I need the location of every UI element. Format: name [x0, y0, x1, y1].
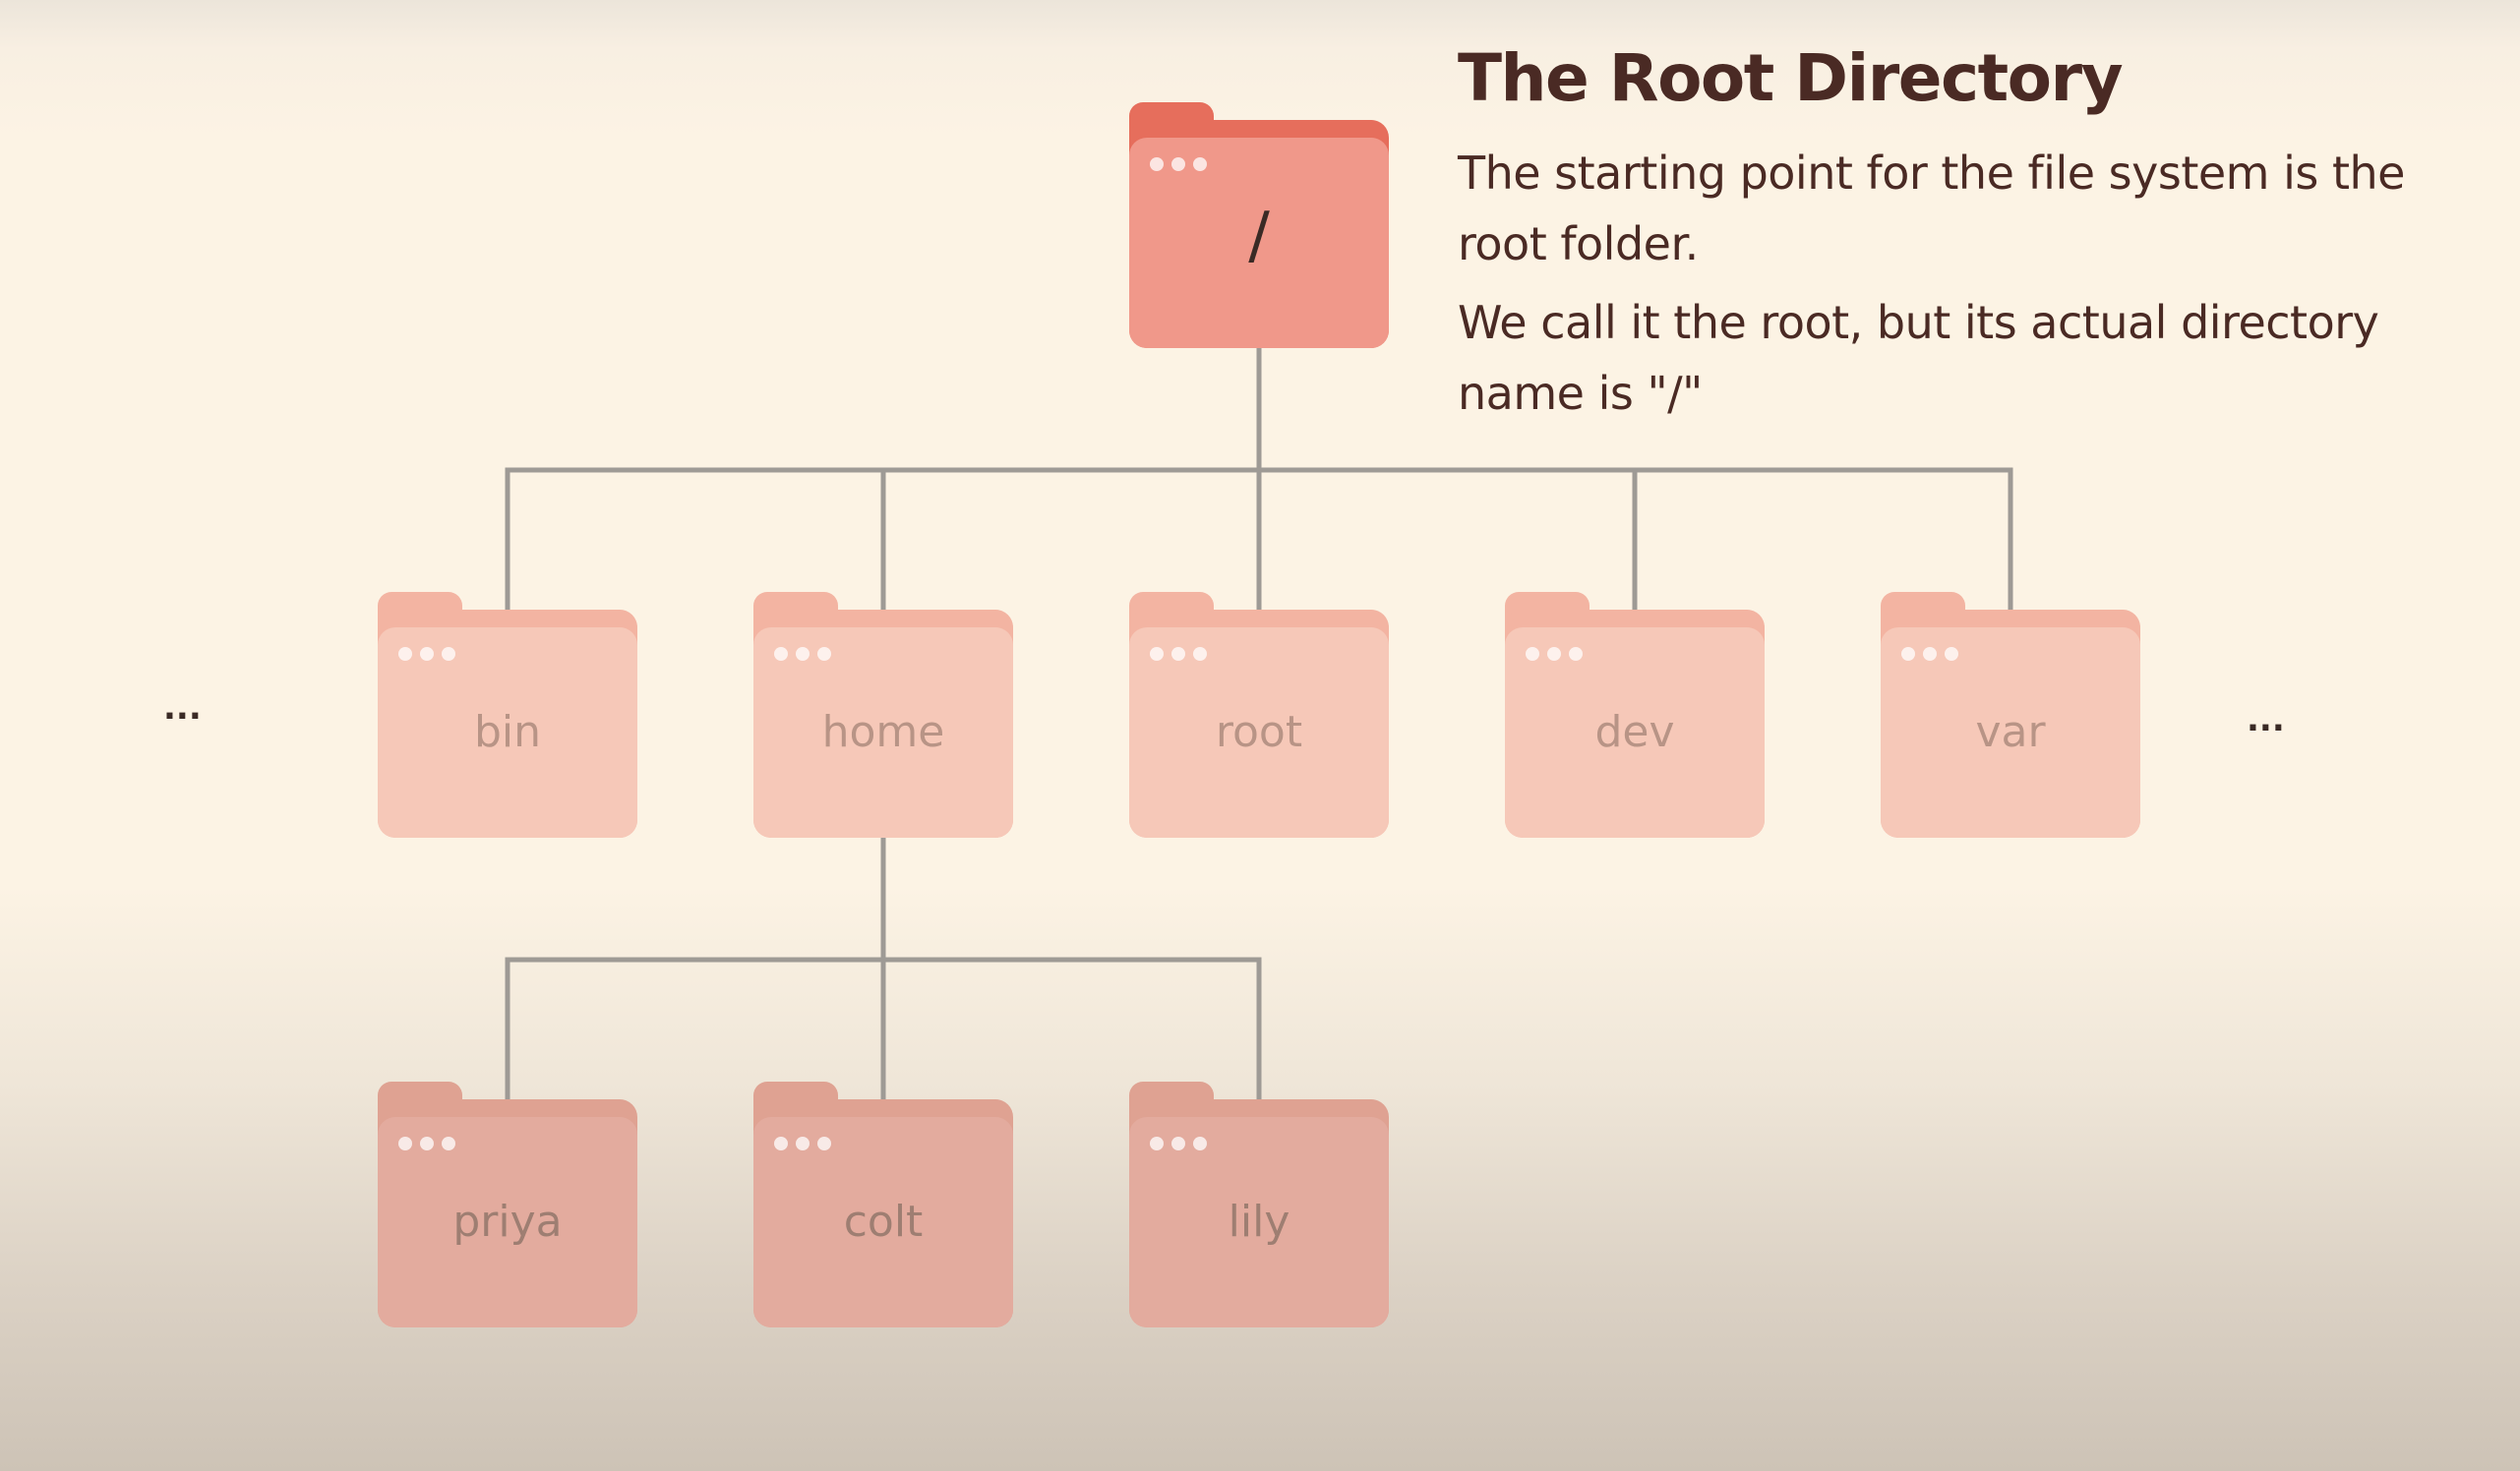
- folder-body: [378, 1117, 637, 1327]
- folder-dot-icon: [1171, 647, 1185, 661]
- folder-dot-icon: [1923, 647, 1937, 661]
- folder-dot-icon: [420, 647, 434, 661]
- info-panel: The Root Directory The starting point fo…: [1458, 41, 2441, 437]
- folder-dot-icon: [817, 647, 831, 661]
- ellipsis-right: ...: [2247, 700, 2285, 739]
- folder-dot-icon: [1901, 647, 1915, 661]
- folder-body: [753, 1117, 1013, 1327]
- folder-dot-icon: [1193, 647, 1207, 661]
- folder-var: var: [1881, 592, 2140, 838]
- folder-colt: colt: [753, 1082, 1013, 1327]
- folder-dev: dev: [1505, 592, 1765, 838]
- folder-label: bin: [474, 707, 541, 757]
- folder-dot-icon: [1569, 647, 1583, 661]
- folder-dot-icon: [1171, 157, 1185, 171]
- folder-label: priya: [452, 1197, 562, 1247]
- tree-folders: / bin home root dev var priya colt lily: [378, 102, 2140, 1327]
- folder-dot-icon: [442, 647, 455, 661]
- folder-dot-icon: [1193, 157, 1207, 171]
- folder-dot-icon: [774, 1137, 788, 1150]
- folder-dot-icon: [1150, 1137, 1164, 1150]
- folder-dot-icon: [1945, 647, 1958, 661]
- folder-body: [1129, 1117, 1389, 1327]
- folder-dot-icon: [1193, 1137, 1207, 1150]
- folder-body: [753, 627, 1013, 838]
- folder-label: /: [1248, 200, 1270, 272]
- folder-body: [378, 627, 637, 838]
- folder-dot-icon: [774, 647, 788, 661]
- folder-label: var: [1975, 707, 2046, 757]
- folder-dot-icon: [420, 1137, 434, 1150]
- folder-body: [1505, 627, 1765, 838]
- folder-label: lily: [1229, 1197, 1290, 1247]
- folder-label: dev: [1594, 707, 1674, 757]
- folder-label: root: [1216, 707, 1302, 757]
- folder-root: /: [1129, 102, 1389, 348]
- tree-connectors: [505, 345, 2013, 1102]
- folder-dot-icon: [398, 1137, 412, 1150]
- page-title: The Root Directory: [1458, 40, 2124, 116]
- folder-bin: bin: [378, 592, 637, 838]
- folder-dot-icon: [1150, 647, 1164, 661]
- folder-dot-icon: [1547, 647, 1561, 661]
- folder-priya: priya: [378, 1082, 637, 1327]
- ellipsis-left: ...: [163, 688, 202, 728]
- description-line-1: The starting point for the file system i…: [1458, 146, 2405, 270]
- folder-dot-icon: [1526, 647, 1539, 661]
- folder-label: home: [822, 707, 945, 757]
- folder-dot-icon: [398, 647, 412, 661]
- folder-dot-icon: [1171, 1137, 1185, 1150]
- folder-dot-icon: [442, 1137, 455, 1150]
- folder-root: root: [1129, 592, 1389, 838]
- folder-dot-icon: [796, 647, 810, 661]
- folder-label: colt: [844, 1197, 924, 1247]
- folder-body: [1129, 138, 1389, 348]
- folder-dot-icon: [796, 1137, 810, 1150]
- folder-dot-icon: [817, 1137, 831, 1150]
- folder-dot-icon: [1150, 157, 1164, 171]
- folder-body: [1881, 627, 2140, 838]
- folder-body: [1129, 627, 1389, 838]
- folder-lily: lily: [1129, 1082, 1389, 1327]
- folder-home: home: [753, 592, 1013, 838]
- description-line-2: We call it the root, but its actual dire…: [1458, 295, 2379, 420]
